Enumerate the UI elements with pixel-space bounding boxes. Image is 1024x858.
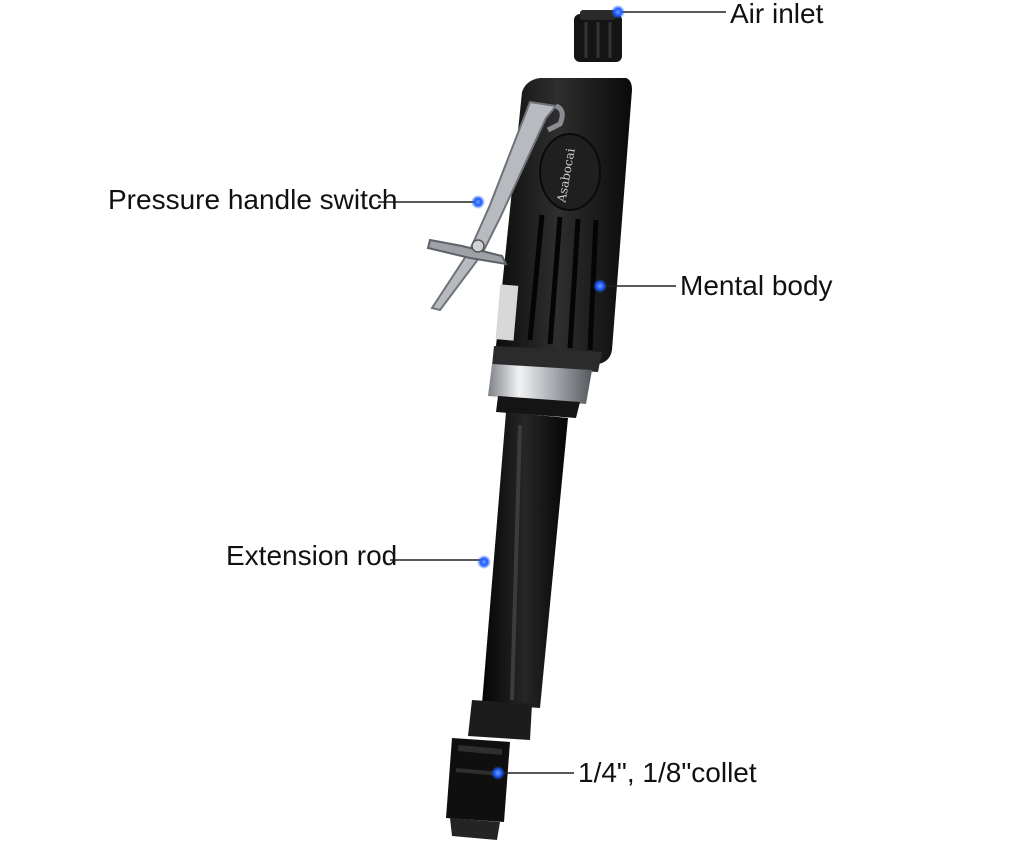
callout-air-inlet: Air inlet xyxy=(730,0,824,29)
chrome-collar xyxy=(488,346,602,418)
marker-dot-air-inlet xyxy=(611,5,625,19)
callout-metal-body: Mental body xyxy=(680,270,833,301)
callout-extension-rod: Extension rod xyxy=(226,540,398,571)
marker-dot-collet xyxy=(491,766,505,780)
marker-dot-pressure-handle-switch xyxy=(471,195,485,209)
air-inlet-fitting xyxy=(574,10,622,62)
callout-pressure-handle-switch: Pressure handle switch xyxy=(108,184,398,215)
callout-collet: 1/4", 1/8"collet xyxy=(578,757,757,788)
metal-body: Asabocai xyxy=(495,78,632,364)
marker-dot-extension-rod xyxy=(477,555,491,569)
marker-dot-metal-body xyxy=(593,279,607,293)
collet-nut xyxy=(446,700,532,840)
pressure-handle-lever xyxy=(426,100,565,312)
extension-rod xyxy=(482,412,568,708)
